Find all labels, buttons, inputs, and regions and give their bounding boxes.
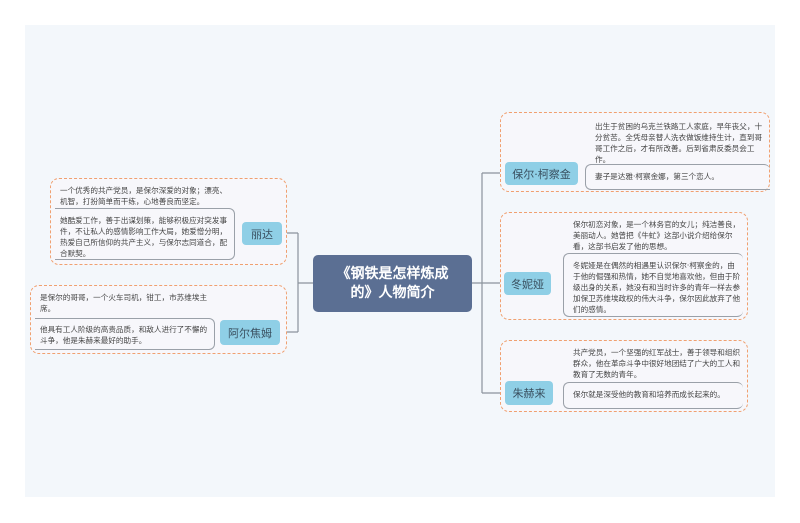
topic-tonya[interactable]: 冬妮娅 [504, 272, 551, 295]
note-text: 共产党员，一个坚强的红军战士，善于领导和组织群众，他在革命斗争中很好地团结了广大… [573, 348, 741, 379]
note-text: 妻子是达雅·柯察金娜，第三个恋人。 [595, 172, 719, 181]
topic-rita[interactable]: 丽达 [242, 222, 282, 245]
note-divider [55, 208, 235, 260]
note-text: 出生于贫困的乌克兰铁路工人家庭，早年丧父，十分贫苦。全凭母亲替人洗衣做饭维持生计… [595, 122, 763, 164]
group-tonya [500, 212, 748, 320]
note-text: 他具有工人阶级的高贵品质，和敌人进行了不懈的斗争，他是朱赫来最好的助手。 [40, 325, 208, 345]
note-text: 冬妮娅是在偶然的相遇里认识保尔·柯察金的，由于他的倔强和热情，她不自觉地喜欢他，… [573, 261, 741, 314]
topic-artyom[interactable]: 阿尔焦姆 [220, 320, 280, 345]
group-rita [50, 178, 287, 265]
note-text: 保尔初恋对象，是一个林务官的女儿；纯洁善良，美丽动人。她曾把《牛虻》这部小说介绍… [573, 220, 741, 251]
note-text: 一个优秀的共产党员，是保尔深爱的对象；漂亮、机智，打扮简单而干练，心地善良而坚定… [60, 186, 228, 206]
topic-pavel[interactable]: 保尔·柯察金 [505, 162, 578, 185]
central-topic[interactable]: 《钢铁是怎样炼成的》人物简介 [313, 255, 472, 312]
note-text: 保尔就是深受他的教育和培养而成长起来的。 [573, 390, 725, 399]
note-divider [563, 253, 743, 317]
topic-zhukhrai[interactable]: 朱赫来 [505, 381, 553, 405]
note-divider [35, 318, 215, 350]
note-divider [563, 382, 743, 409]
note-divider [585, 164, 770, 190]
note-text: 她酷爱工作，善于出谋划策，能够积极应对突发事件，不让私人的感情影响工作大局，她爱… [60, 216, 228, 258]
note-text: 是保尔的哥哥，一个火车司机，钳工，市苏维埃主席。 [40, 293, 208, 313]
